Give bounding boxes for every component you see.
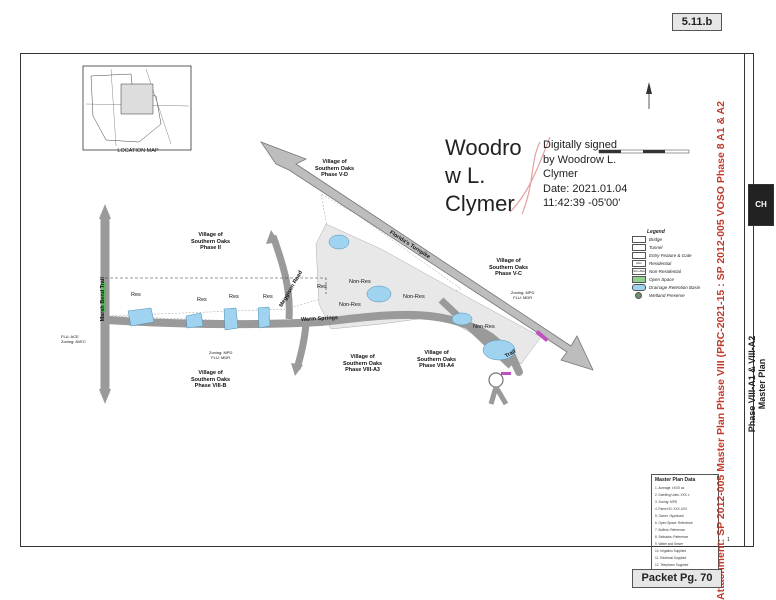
legend-swatch <box>632 275 646 283</box>
legend-swatch <box>632 243 646 251</box>
map-sheet: LOCATION MAP Village of Southern Oaks Ph… <box>20 53 774 578</box>
village-viii-a3-label: Village of Southern Oaks Phase VIII-A3 <box>343 354 383 373</box>
legend-item: Drainage Retention Basin <box>632 283 712 291</box>
legend-swatch: Res <box>632 259 646 267</box>
section-tag: 5.11.b <box>672 13 722 31</box>
signer-name: Woodro w L. Clymer <box>445 135 522 216</box>
plan-data-item: 1. Acreage: ±XXX ac <box>655 486 685 490</box>
plan-data-item: 8. Setbacks: Reference <box>655 535 689 539</box>
plan-data-list: 1. Acreage: ±XXX ac 2. Dwelling Units: XX… <box>655 485 715 576</box>
legend-label: Open Space <box>649 276 675 282</box>
title-block: CH Phase VIII-A1 & VIII-A2 Master Plan <box>744 54 775 546</box>
signature-details: Digitally signed by Woodrow L. Clymer Da… <box>543 139 628 209</box>
turnpike-corridor <box>259 141 594 371</box>
plan-data-item: 4. Parcel ID: XXX-XXX <box>655 507 688 511</box>
signature-mark-icon <box>509 136 551 215</box>
village-viii-b-label: Village of Southern Oaks Phase VIII-B <box>191 370 231 389</box>
parcel-res-4: Res <box>263 294 273 300</box>
legend-swatch <box>632 283 646 291</box>
parcel-non-res-1: Non-Res <box>349 279 371 285</box>
plan-data-title: Master Plan Data <box>655 477 696 483</box>
site-map <box>82 65 690 406</box>
plan-data-item: 12. Telephone Supplied <box>655 563 689 567</box>
location-inset-map <box>82 65 192 151</box>
legend-label: Non-Residential <box>649 268 682 274</box>
location-map-label: LOCATION MAP <box>117 148 159 154</box>
packet-page-tag: Packet Pg. 70 <box>632 569 722 588</box>
parcel-res-5: Res <box>317 284 327 290</box>
legend-item: Open Space <box>632 275 712 283</box>
marsh-bend-trail-label: Marsh Bend Trail <box>99 277 106 322</box>
legend-label: Entry Feature & Gate <box>649 252 692 258</box>
parcel-res-3: Res <box>229 294 239 300</box>
parcel-res-1: Res <box>131 292 141 298</box>
legend-item: Entry Feature & Gate <box>632 251 712 259</box>
plan-data-item: 10. Irrigation Supplied <box>655 549 687 553</box>
zoning-label-south: Zoning: MPD FLU: MDR <box>209 350 233 360</box>
legend-label: Wetland Preserve <box>649 292 685 298</box>
plan-data-item: 5. Owner / Applicant <box>655 514 684 518</box>
legend-item: Tunnel <box>632 243 712 251</box>
sheet-number: 1 <box>727 537 730 543</box>
parcel-res-2: Res <box>197 297 207 303</box>
village-viii-a4-label: Village of Southern Oaks Phase VIII-A4 <box>417 350 457 369</box>
plan-data-item: 7. Buffers: Reference <box>655 528 686 532</box>
plan-data-item: 9. Water and Sewer <box>655 542 684 546</box>
village-v-c-label: Village of Southern Oaks Phase V-C <box>489 258 529 277</box>
legend-swatch: Non-Res <box>632 267 646 275</box>
legend-label: Residential <box>649 260 672 266</box>
zoning-label-west: FLU: ACE Zoning: AVEC <box>61 334 86 344</box>
legend-swatch <box>635 291 642 299</box>
parcel-non-res-3: Non-Res <box>403 294 425 300</box>
retention-basins <box>127 234 516 361</box>
legend-item: Wetland Preserve <box>632 291 712 299</box>
legend-swatch <box>632 235 646 243</box>
parcel-non-res-4: Non-Res <box>473 324 495 330</box>
plan-data-item: 6. Open Space: Reference <box>655 521 693 525</box>
plan-data-item: 3. Zoning: MPD <box>655 500 678 504</box>
legend-item: Bridge <box>632 235 712 243</box>
digital-signature: Woodro w L. Clymer Digitally signed by W… <box>445 134 645 224</box>
village-ii-label: Village of Southern Oaks Phase II <box>191 232 231 251</box>
parcel-non-res-2: Non-Res <box>339 302 361 308</box>
legend-swatch <box>632 251 646 259</box>
village-v-d-label: Village of Southern Oaks Phase V-D <box>315 159 355 178</box>
legend-label: Drainage Retention Basin <box>649 284 701 290</box>
plan-data-item: 2. Dwelling Units: XXX ± <box>655 493 690 497</box>
legend-title: Legend <box>647 229 665 235</box>
legend-label: Tunnel <box>649 244 663 250</box>
plan-data-item: 11. Electrical Supplied <box>655 556 687 560</box>
legend: Legend Bridge Tunnel Entry Feature & Gat… <box>632 229 712 299</box>
firm-logo: CH <box>748 184 774 226</box>
master-plan-data-table: Master Plan Data 1. Acreage: ±XXX ac 2. D… <box>651 474 719 578</box>
legend-label: Bridge <box>649 236 663 242</box>
zoning-label-east: Zoning: MPD FLU: MDR <box>511 290 535 300</box>
sheet-title: Phase VIII-A1 & VIII-A2 Master Plan <box>747 335 767 433</box>
attachment-caption: Attachment: SP 2012-005 Master Plan Phas… <box>715 101 727 600</box>
